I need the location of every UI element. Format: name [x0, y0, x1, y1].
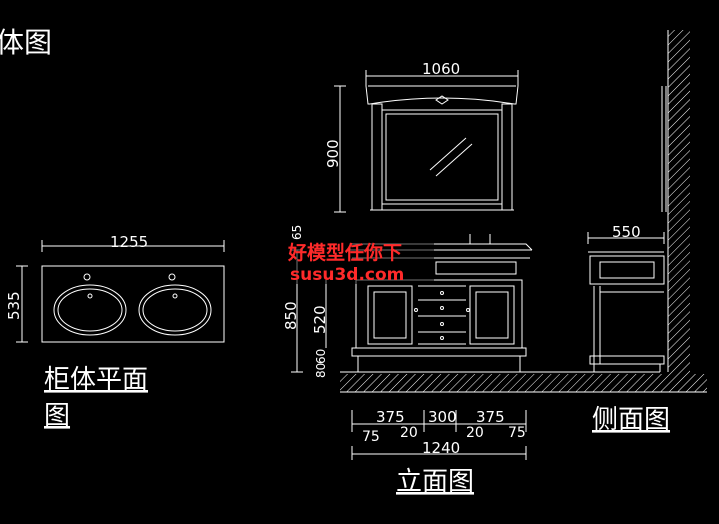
- elevation-view: 850 520 60 80 65 375 300 375 75 20 20 75…: [282, 225, 707, 497]
- watermark-line2: susu3d.com: [290, 265, 404, 285]
- basin-left: [53, 284, 127, 336]
- dim-gap-left: 75: [362, 429, 380, 445]
- elevation-title: 立面图: [396, 467, 474, 497]
- watermark: 好模型任你下 susu3d.com: [286, 240, 434, 285]
- dim-seg-left: 375: [376, 408, 405, 426]
- plan-title-line1: 柜体平面: [44, 365, 148, 395]
- basin-right: [138, 284, 212, 336]
- plan-title-line2: 图: [44, 401, 70, 431]
- dim-gap-in-right: 20: [466, 425, 484, 441]
- dim-seg-mid: 300: [428, 408, 457, 426]
- dim-mirror-width: 1060: [422, 60, 460, 78]
- dim-small-a: 60: [314, 349, 328, 364]
- dim-total-width: 1240: [422, 439, 460, 457]
- dim-plan-depth: 535: [5, 291, 23, 320]
- dim-side-depth: 550: [612, 223, 641, 241]
- watermark-line1: 好模型任你下: [287, 241, 402, 264]
- dim-small-c: 65: [290, 225, 304, 240]
- dim-seg-right: 375: [476, 408, 505, 426]
- side-view: 550 侧面图: [587, 30, 690, 435]
- dim-cabinet-height: 850: [282, 301, 300, 330]
- plan-view: 1255 535 柜体平面 图: [5, 233, 225, 431]
- dim-small-b: 80: [314, 363, 328, 378]
- dim-plan-width: 1255: [110, 233, 148, 251]
- dim-gap-in-left: 20: [400, 425, 418, 441]
- title-top-left: 体图: [0, 26, 52, 59]
- vanity-top-outline: [41, 265, 225, 343]
- side-title: 侧面图: [592, 405, 670, 435]
- mirror: 1060 900: [324, 60, 519, 213]
- dim-door-height: 520: [311, 305, 329, 334]
- dim-gap-right: 75: [508, 425, 526, 441]
- dim-mirror-height: 900: [324, 139, 342, 168]
